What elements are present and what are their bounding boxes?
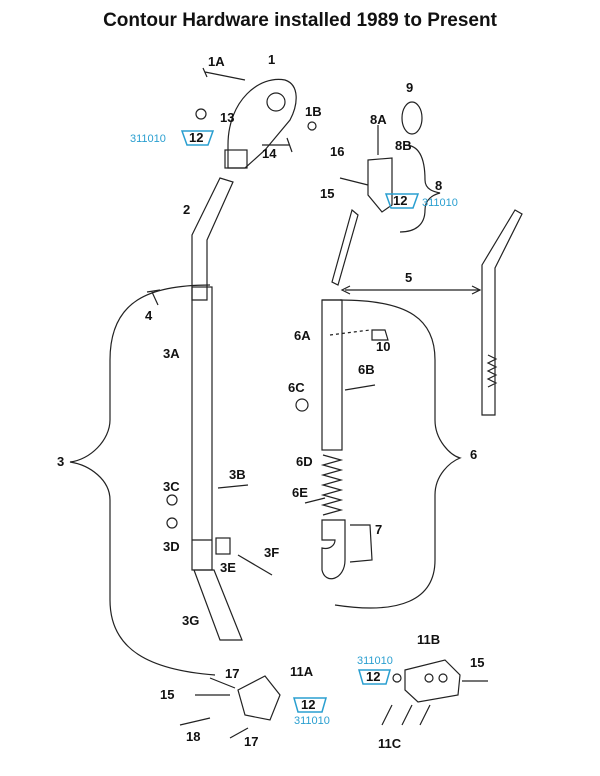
kit-qty: 12 <box>301 697 315 712</box>
bolt-3B <box>217 484 249 489</box>
plate-11B <box>404 659 461 703</box>
bracket-3 <box>69 284 216 676</box>
spring-6D <box>320 454 344 516</box>
bar-5 <box>481 209 523 416</box>
bolt-14 <box>262 137 293 153</box>
knob-9 <box>401 101 423 135</box>
label-16: 16 <box>330 144 344 159</box>
kit-part-number: 311010 <box>422 197 458 209</box>
label-3A: 3A <box>163 346 180 361</box>
label-2: 2 <box>183 202 190 217</box>
spacer-3E <box>215 537 231 555</box>
nut-13 <box>195 108 207 120</box>
label-3G: 3G <box>182 613 199 628</box>
kit-qty: 12 <box>189 130 203 145</box>
label-17a: 17 <box>225 666 239 681</box>
kit-part-number: 311010 <box>357 655 393 667</box>
bolt-4 <box>146 289 161 306</box>
bracket-8-part <box>367 157 393 213</box>
rod-6E <box>304 497 326 504</box>
label-15c: 15 <box>470 655 484 670</box>
label-15a: 15 <box>320 186 334 201</box>
label-15b: 15 <box>160 687 174 702</box>
label-6C: 6C <box>288 380 305 395</box>
kit-part-number: 311010 <box>294 715 330 727</box>
kit-qty: 12 <box>366 669 380 684</box>
nut-6C <box>295 398 309 412</box>
tube-3A <box>191 286 213 571</box>
kit-callout-2: 12 311010 <box>384 193 458 209</box>
label-6: 6 <box>470 447 477 462</box>
bracket-8 <box>399 144 441 233</box>
label-18: 18 <box>186 729 200 744</box>
kit-part-number: 311010 <box>130 133 166 145</box>
label-8: 8 <box>435 178 442 193</box>
kit-callout-4: 12 311010 <box>293 697 330 727</box>
label-8B: 8B <box>395 138 412 153</box>
rivet-18 <box>179 717 211 726</box>
kit-qty: 12 <box>393 193 407 208</box>
bracket-6 <box>334 299 462 609</box>
label-6E: 6E <box>292 485 308 500</box>
label-3C: 3C <box>163 479 180 494</box>
screw-10 <box>371 329 389 341</box>
kit-callout-1: 12 311010 <box>130 130 215 146</box>
plate-11A <box>237 675 281 721</box>
bolt-1A <box>202 67 246 81</box>
label-17b: 17 <box>244 734 258 749</box>
label-1A: 1A <box>208 54 225 69</box>
bar-5top <box>331 208 359 286</box>
label-3F: 3F <box>264 545 279 560</box>
bar-2 <box>191 177 234 301</box>
bolt-15a <box>339 177 369 186</box>
label-6B: 6B <box>358 362 375 377</box>
label-8A: 8A <box>370 112 387 127</box>
label-3: 3 <box>57 454 64 469</box>
label-9: 9 <box>406 80 413 95</box>
label-3D: 3D <box>163 539 180 554</box>
nut-3C <box>166 494 178 506</box>
hook-7 <box>321 519 346 580</box>
bracket-7 <box>349 524 373 563</box>
label-6D: 6D <box>296 454 313 469</box>
page-title: Contour Hardware installed 1989 to Prese… <box>103 10 497 31</box>
label-7: 7 <box>375 522 382 537</box>
handle-1 <box>227 78 297 169</box>
screws-11C <box>381 704 431 726</box>
label-3E: 3E <box>220 560 236 575</box>
bolt-17a <box>209 677 236 689</box>
label-5: 5 <box>405 270 412 285</box>
label-1B: 1B <box>305 104 322 119</box>
label-4: 4 <box>145 308 153 323</box>
kit-callout-3: 12 311010 <box>357 655 393 685</box>
label-11C: 11C <box>378 736 402 751</box>
nut-1B <box>307 121 317 131</box>
label-13: 13 <box>220 110 234 125</box>
label-14: 14 <box>262 146 277 161</box>
bolt-3F <box>237 554 273 576</box>
bolt-6B <box>344 384 376 391</box>
label-11A: 11A <box>290 664 314 679</box>
label-1: 1 <box>268 52 275 67</box>
bar-3G <box>193 569 243 641</box>
tube-6A <box>321 299 343 451</box>
label-11B: 11B <box>417 632 440 647</box>
label-6A: 6A <box>294 328 311 343</box>
label-10: 10 <box>376 339 390 354</box>
bolt-17b <box>229 727 249 739</box>
label-3B: 3B <box>229 467 246 482</box>
